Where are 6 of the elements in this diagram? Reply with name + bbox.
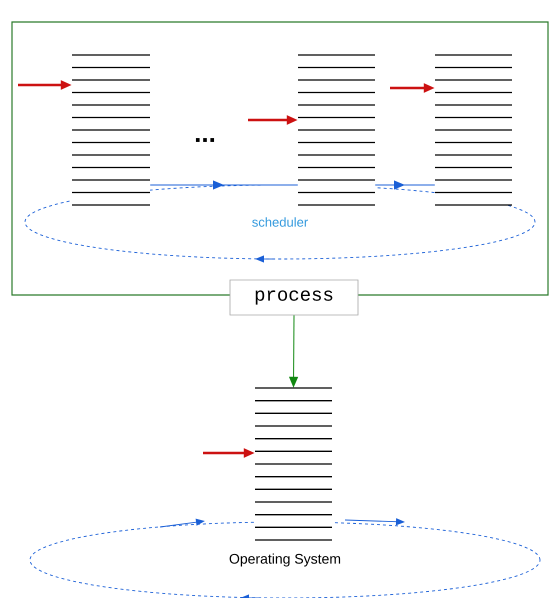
ellipsis-label: ...: [196, 138, 214, 142]
process-label: process: [230, 280, 358, 316]
queue-stack-drawing: [298, 54, 375, 206]
queue-stack-drawing: [72, 54, 150, 206]
queue-stack-drawing: [255, 387, 332, 541]
queue-stack-drawing: [435, 54, 512, 206]
